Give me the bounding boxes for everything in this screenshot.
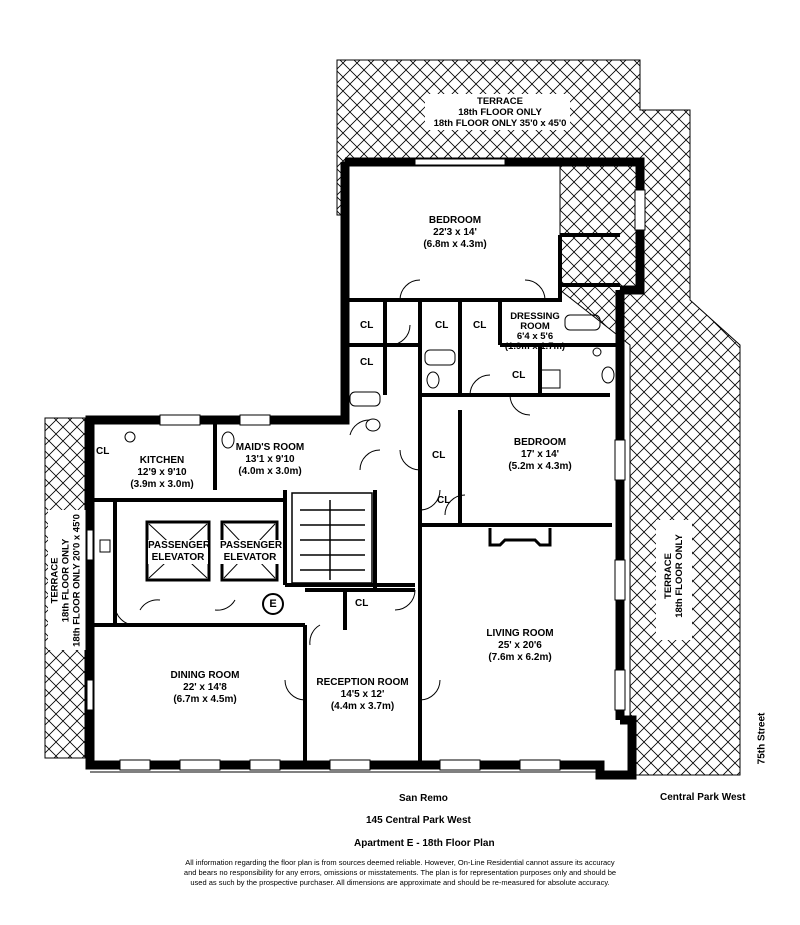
terrace-right-label: TERRACE 18th FLOOR ONLY [663, 516, 685, 636]
room-name: LIVING ROOM [486, 628, 554, 639]
disclaimer-line1: All information regarding the floor plan… [185, 858, 615, 867]
room-dim: 13'1 x 9'10 [245, 454, 295, 465]
room-metric: (4.0m x 3.0m) [238, 466, 302, 477]
room-metric: (4.4m x 3.7m) [330, 701, 395, 712]
room-name: BEDROOM [428, 215, 482, 226]
room-name: MAID'S ROOM [235, 442, 305, 453]
building-address: 145 Central Park West [366, 815, 471, 826]
closet-label: CL [437, 495, 451, 506]
disclaimer: All information regarding the floor plan… [150, 858, 650, 888]
room-dim: 14'5 x 12' [340, 689, 385, 700]
elevator-marker: E [262, 593, 284, 615]
room-metric: (1.9m x 1.7m) [504, 341, 566, 352]
closet-label: CL [360, 320, 374, 331]
terrace-left-line2: 18th FLOOR ONLY [60, 538, 72, 623]
room-maids: MAID'S ROOM 13'1 x 9'10 (4.0m x 3.0m) [215, 442, 325, 478]
elevator-shaft-1 [145, 520, 211, 582]
terrace-left-label: TERRACE 18th FLOOR ONLY 18th FLOOR ONLY … [50, 511, 83, 651]
closet-label: CL [435, 320, 449, 331]
terrace-top-line1: TERRACE [477, 96, 523, 107]
room-metric: (5.2m x 4.3m) [508, 461, 572, 472]
room-dim: 22'3 x 14' [433, 227, 477, 238]
elevator-line2: ELEVATOR [151, 552, 205, 563]
stair [291, 492, 373, 584]
closet-label: CL [473, 320, 487, 331]
fireplace [488, 528, 552, 547]
room-dim: 6'4 x 5'6 [516, 331, 554, 342]
room-bedroom-top: BEDROOM 22'3 x 14' (6.8m x 4.3m) [395, 215, 515, 251]
room-reception: RECEPTION ROOM 14'5 x 12' (4.4m x 3.7m) [305, 677, 420, 713]
closet-label: CL [360, 357, 374, 368]
room-name-2: ROOM [520, 321, 550, 332]
room-metric: (6.7m x 4.5m) [173, 694, 237, 705]
closet-label: CL [432, 450, 446, 461]
closet-label: CL [355, 598, 369, 609]
terrace-top-hatch [336, 59, 741, 776]
elevator-2-label: PASSENGER ELEVATOR [220, 540, 283, 564]
room-living: LIVING ROOM 25' x 20'6 (7.6m x 6.2m) [460, 628, 580, 664]
closet-label: CL [512, 370, 526, 381]
room-metric: (7.6m x 6.2m) [488, 652, 552, 663]
room-dim: 25' x 20'6 [498, 640, 542, 651]
elevator-line2: ELEVATOR [223, 552, 277, 563]
closet-label: CL [96, 446, 110, 457]
street-central-park-west: Central Park West [660, 792, 746, 803]
terrace-right-line2: 18th FLOOR ONLY [674, 534, 685, 618]
building-name: San Remo [399, 793, 448, 804]
room-dining: DINING ROOM 22' x 14'8 (6.7m x 4.5m) [150, 670, 260, 706]
room-bedroom-mid: BEDROOM 17' x 14' (5.2m x 4.3m) [480, 437, 600, 473]
plan-title: Apartment E - 18th Floor Plan [354, 838, 495, 849]
elevator-line1: PASSENGER [148, 540, 211, 551]
terrace-right-line1: TERRACE [663, 553, 674, 599]
elevator-1-label: PASSENGER ELEVATOR [148, 540, 211, 564]
room-name: DRESSING [510, 311, 560, 322]
street-75th: 75th Street [756, 712, 768, 765]
terrace-top-line2: 18th FLOOR ONLY [458, 107, 542, 118]
room-dim: 12'9 x 9'10 [137, 467, 187, 478]
room-name: KITCHEN [139, 455, 185, 466]
elevator-line1: PASSENGER [220, 540, 283, 551]
room-metric: (6.8m x 4.3m) [423, 239, 487, 250]
terrace-left-line1: TERRACE [49, 557, 61, 604]
room-dim: 17' x 14' [520, 449, 560, 460]
disclaimer-line3: used as such by the prospective purchase… [190, 878, 610, 887]
terrace-top-line3: 18th FLOOR ONLY 35'0 x 45'0 [433, 118, 567, 129]
terrace-left-line3: 18th FLOOR ONLY 20'0 x 45'0 [71, 514, 83, 647]
room-kitchen: KITCHEN 12'9 x 9'10 (3.9m x 3.0m) [112, 455, 212, 491]
room-name: RECEPTION ROOM [316, 677, 409, 688]
room-metric: (3.9m x 3.0m) [130, 479, 194, 490]
room-dim: 22' x 14'8 [183, 682, 227, 693]
disclaimer-line2: and bears no responsibility for any erro… [183, 868, 617, 877]
terrace-top-label: TERRACE 18th FLOOR ONLY 18th FLOOR ONLY … [420, 96, 580, 129]
room-name: DINING ROOM [170, 670, 240, 681]
room-dressing: DRESSING ROOM 6'4 x 5'6 (1.9m x 1.7m) [495, 312, 575, 352]
room-name: BEDROOM [513, 437, 567, 448]
